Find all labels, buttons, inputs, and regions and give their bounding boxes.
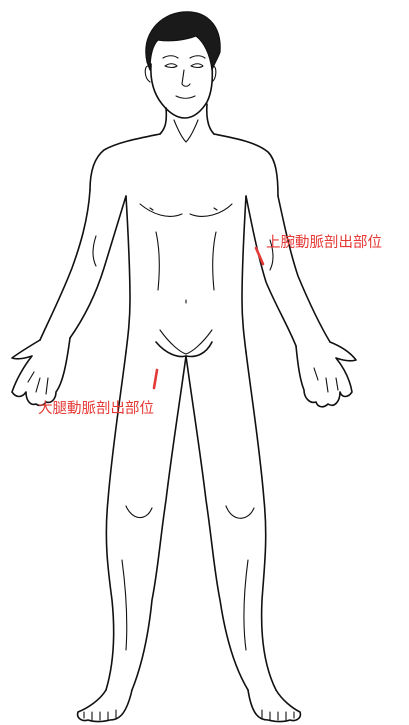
left-chest	[140, 204, 182, 216]
left-brow	[163, 56, 178, 58]
right-brow	[190, 56, 205, 58]
mouth	[176, 96, 195, 98]
groin	[156, 342, 212, 356]
torso-left-side	[126, 196, 130, 352]
upper-arm-site-label: 上腕動脈剖出部位	[266, 235, 382, 251]
neck-right	[207, 104, 214, 134]
right-leg-inner	[186, 356, 248, 690]
right-hand	[296, 342, 356, 407]
torso-right-side	[242, 196, 246, 352]
left-arm	[12, 190, 126, 405]
right-arm	[246, 196, 356, 407]
torso	[90, 104, 278, 356]
left-hand	[12, 338, 70, 405]
left-foot	[78, 690, 132, 722]
nose	[182, 70, 190, 86]
feet	[78, 690, 301, 722]
right-eye	[191, 64, 203, 68]
left-knee	[126, 506, 152, 518]
hair	[146, 12, 220, 70]
neck-left	[160, 108, 166, 134]
left-shoulder	[90, 134, 160, 190]
right-foot	[248, 690, 300, 722]
right-chest	[190, 204, 232, 216]
head	[145, 12, 220, 118]
right-shoulder	[214, 134, 278, 196]
right-knee	[226, 506, 254, 518]
upper-arm-site-marker	[256, 248, 263, 264]
femoral-site-marker	[154, 370, 157, 388]
femoral-site-label: 大腿動脈剖出部位	[38, 401, 154, 417]
left-eye	[165, 64, 177, 68]
right-leg-outer	[246, 352, 276, 690]
face-outline	[151, 64, 212, 118]
